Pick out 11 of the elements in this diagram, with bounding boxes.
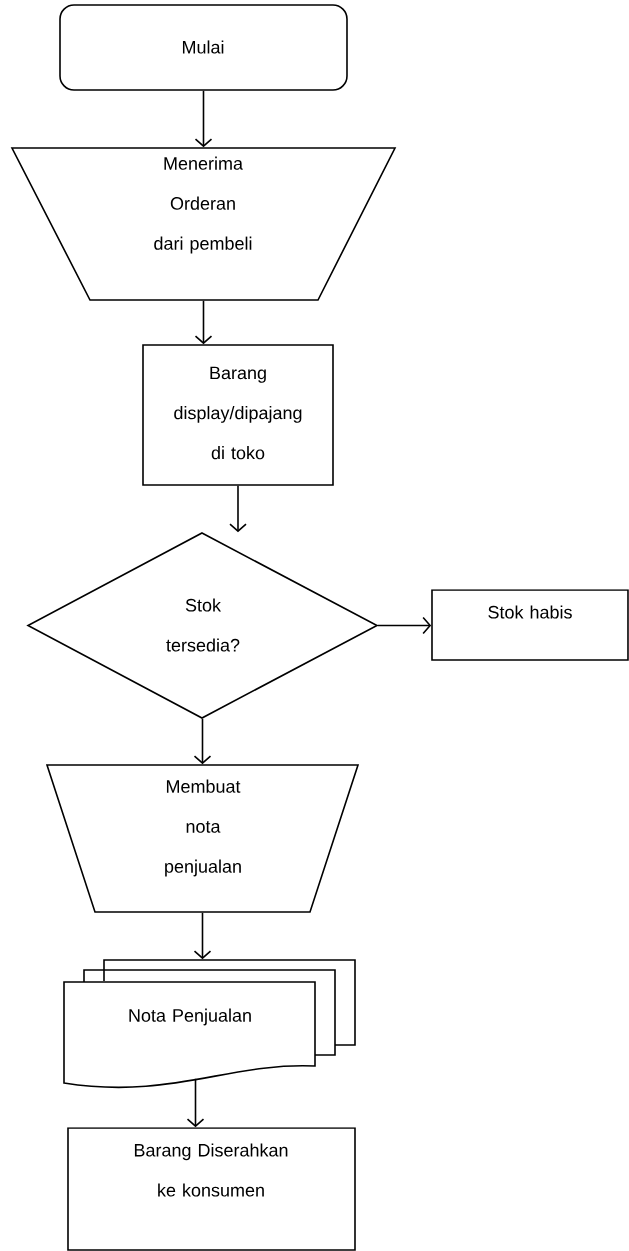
start-terminal: Mulai [59,4,348,91]
arrow [377,616,432,635]
arrow [193,718,212,765]
arrow [194,300,213,345]
process-box: Stok habis [431,589,629,661]
arrow [194,90,213,148]
process-box: Barang display/dipajang di toko [142,344,334,486]
process-box: Barang Diserahkan ke konsumen [67,1127,356,1251]
arrow [229,485,247,533]
arrow [186,1078,205,1128]
arrow [193,912,212,960]
